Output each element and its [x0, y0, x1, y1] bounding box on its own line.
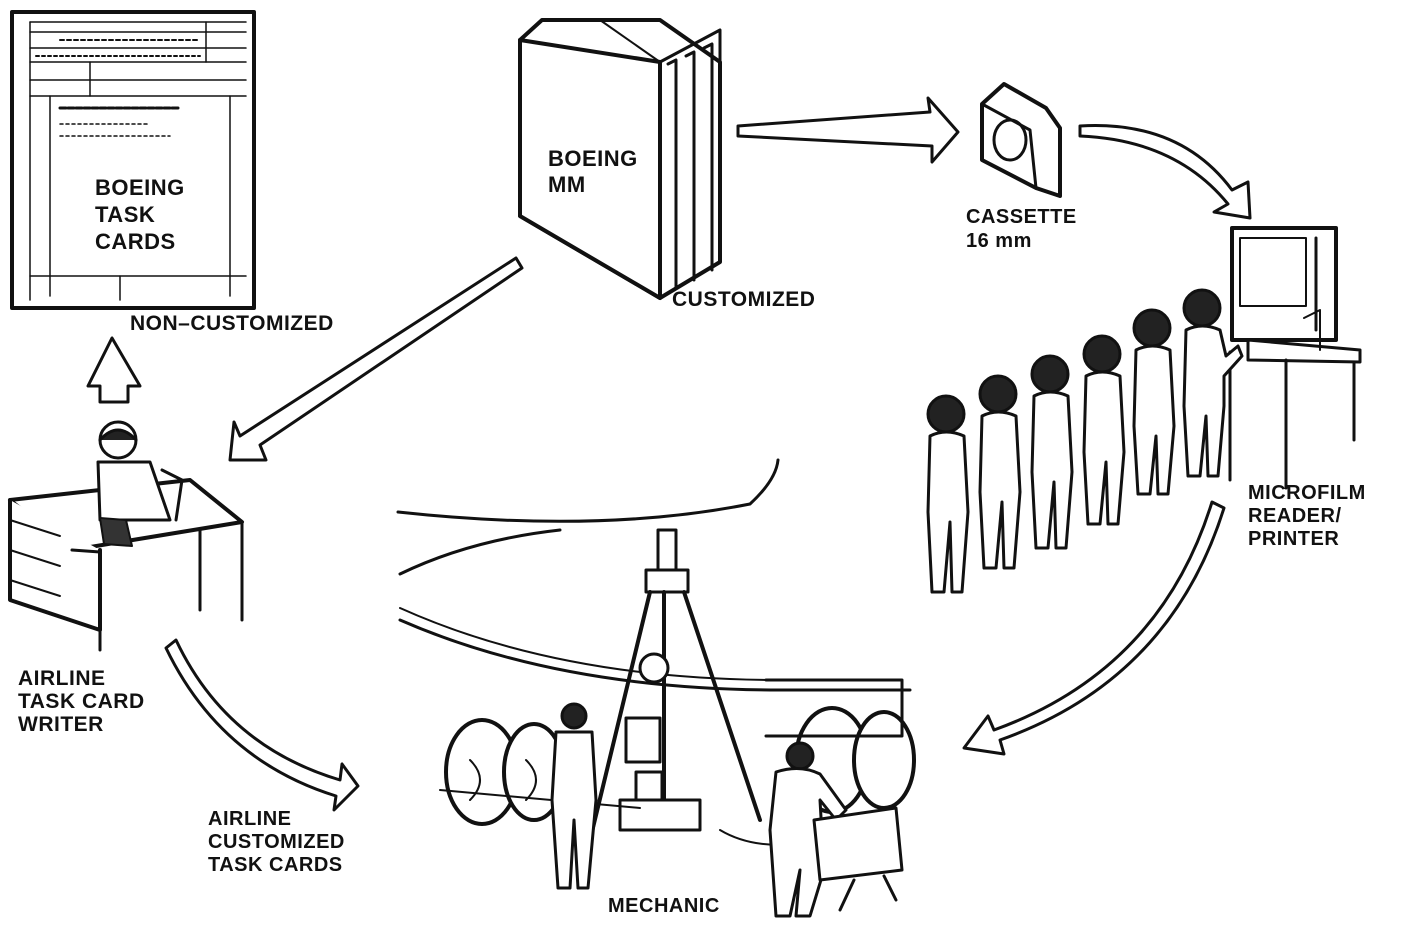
manual-to-cassette-arrow — [736, 96, 960, 164]
cassette-label: CASSETTE 16 mm — [966, 206, 1077, 252]
task-card-document — [10, 10, 256, 310]
customized-label: CUSTOMIZED — [672, 288, 816, 311]
mechanics-queue — [926, 288, 1244, 594]
microfilm-reader-label: MICROFILM READER/ PRINTER — [1248, 482, 1366, 550]
mechanic-label: MECHANIC — [608, 895, 720, 917]
manual-title: BOEING MM — [548, 146, 638, 197]
manual-to-writer-arrow — [228, 256, 524, 462]
maintenance-manual-binder — [518, 18, 722, 300]
aircraft-maintenance-scene — [396, 458, 916, 918]
cassette-icon — [980, 82, 1062, 198]
task-cards-title: BOEING TASK CARDS — [95, 175, 185, 254]
non-customized-label: NON–CUSTOMIZED — [130, 312, 334, 335]
task-card-writer-at-desk — [8, 420, 244, 652]
reader-to-mechanic-arrow — [962, 500, 1226, 756]
task-card-writer-label: AIRLINE TASK CARD WRITER — [18, 667, 145, 736]
microfilm-reader-printer — [1228, 226, 1362, 490]
writer-to-cards-arrow — [164, 638, 360, 812]
customized-task-cards-label: AIRLINE CUSTOMIZED TASK CARDS — [208, 808, 345, 876]
cassette-to-reader-arrow — [1078, 124, 1252, 220]
down-arrow-icon — [86, 336, 142, 404]
